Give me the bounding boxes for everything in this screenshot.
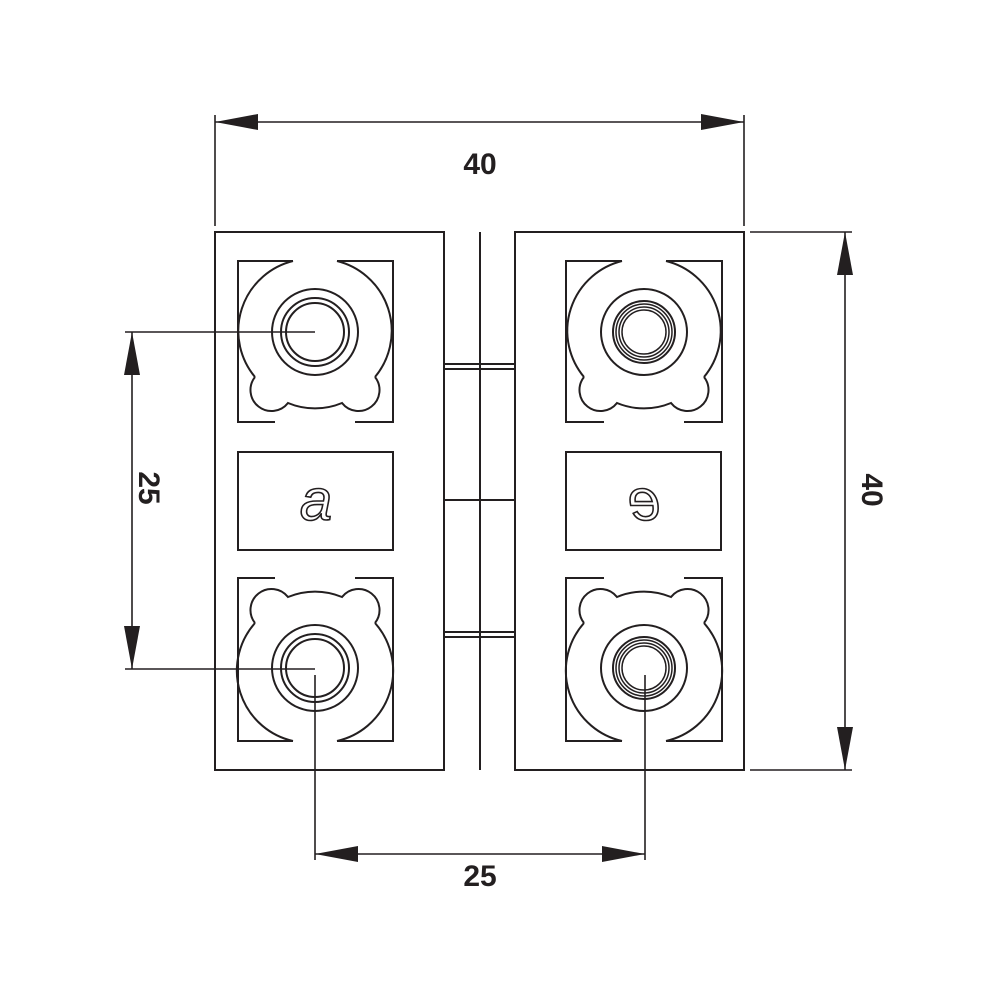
dimension-overall-width: 40 bbox=[214, 114, 745, 226]
screw-pocket-top-left bbox=[237, 260, 394, 423]
right-marking-box: e bbox=[565, 451, 722, 551]
dimension-overall-height: 40 bbox=[750, 231, 888, 771]
hinge-body bbox=[214, 231, 745, 771]
overall-height-label: 40 bbox=[855, 473, 888, 506]
dimension-hole-spacing-vertical: 25 bbox=[124, 331, 315, 670]
left-marking-box: a bbox=[237, 451, 394, 551]
hinge-knuckle bbox=[443, 232, 516, 770]
dimension-hole-spacing-horizontal: 25 bbox=[314, 675, 646, 893]
hole-spacing-vertical-label: 25 bbox=[132, 471, 165, 504]
right-marking-text: e bbox=[628, 468, 660, 533]
hole-spacing-horizontal-label: 25 bbox=[463, 860, 496, 893]
overall-width-label: 40 bbox=[463, 148, 496, 181]
screw-pocket-bottom-right bbox=[564, 577, 724, 742]
left-marking-text: a bbox=[300, 468, 332, 533]
screw-pocket-top-right bbox=[565, 260, 723, 423]
